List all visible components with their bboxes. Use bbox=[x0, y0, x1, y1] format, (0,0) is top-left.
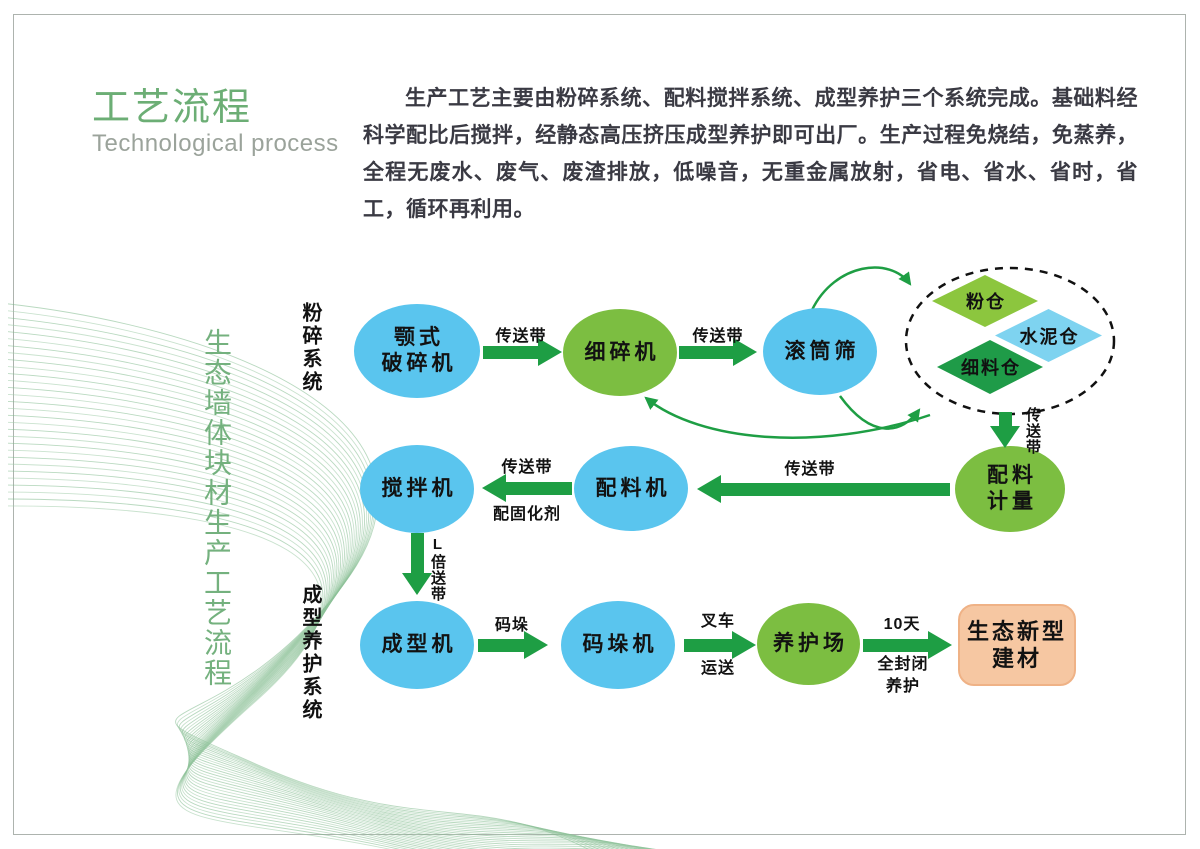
node-forming-machine-label: 成型机 bbox=[381, 633, 457, 656]
node-palletizer: 码垛机 bbox=[561, 601, 675, 689]
arrow-shaft bbox=[684, 638, 732, 652]
arrow-mixer-to-forming bbox=[402, 533, 432, 595]
node-product-line1: 生态新型 bbox=[966, 619, 1067, 644]
node-batching-metering-line2: 计量 bbox=[987, 490, 1037, 513]
arrow-shaft bbox=[679, 345, 733, 359]
arrow-shaft bbox=[506, 481, 572, 495]
arrow-palletizer-to-curing bbox=[684, 631, 756, 659]
node-forming-machine: 成型机 bbox=[360, 601, 474, 689]
arrow-head bbox=[697, 475, 721, 503]
side-title: 生态墙体块材生产工艺流程 bbox=[201, 328, 232, 688]
node-powder-silo-label: 粉仓 bbox=[966, 292, 1006, 312]
arrow-shaft bbox=[478, 638, 524, 652]
arrow-shaft bbox=[721, 482, 950, 496]
node-jaw-crusher: 颚式 破碎机 bbox=[354, 304, 480, 398]
edge-label-stacking: 码垛 bbox=[494, 617, 529, 634]
section-label-forming-curing: 成型养护系统 bbox=[299, 584, 321, 722]
edge-label-belt-1: 传送带 bbox=[495, 328, 547, 345]
node-batching-machine-label: 配料机 bbox=[595, 476, 671, 500]
edge-label-sealed: 全封闭 bbox=[877, 656, 929, 673]
description-paragraph: 生产工艺主要由粉碎系统、配料搅拌系统、成型养护三个系统完成。基础料经科学配比后搅… bbox=[363, 87, 1138, 221]
node-batching-machine: 配料机 bbox=[574, 446, 688, 531]
arrow-head bbox=[733, 338, 757, 366]
node-cement-silo-label: 水泥仓 bbox=[1019, 326, 1080, 347]
arrow-head bbox=[732, 631, 756, 659]
curve-drum-to-silos-bottom bbox=[838, 395, 921, 430]
edge-label-ten-days: 10天 bbox=[883, 616, 921, 633]
arrow-silos-to-metering bbox=[990, 412, 1020, 448]
arrow-jaw-to-fine bbox=[483, 338, 562, 366]
curve-drum-to-silos-top bbox=[810, 266, 912, 311]
edge-label-belt-4: 传送带 bbox=[784, 461, 836, 478]
arrow-metering-to-batching bbox=[697, 475, 950, 503]
edge-label-belt-3: 传送带 bbox=[1024, 407, 1041, 455]
node-product-line2: 建材 bbox=[991, 646, 1042, 671]
node-drum-screen-label: 滚筒筛 bbox=[784, 339, 860, 363]
arrow-forming-to-palletizer bbox=[478, 631, 548, 659]
arrow-shaft bbox=[483, 345, 538, 359]
node-jaw-crusher-line1: 颚式 bbox=[394, 326, 444, 349]
node-mixer: 搅拌机 bbox=[360, 445, 474, 533]
arrow-head bbox=[928, 631, 952, 659]
arrow-shaft bbox=[863, 638, 928, 652]
node-fine-crusher: 细碎机 bbox=[563, 309, 677, 396]
arrow-head bbox=[524, 631, 548, 659]
node-drum-screen: 滚筒筛 bbox=[763, 308, 877, 395]
edge-label-transport: 运送 bbox=[700, 660, 735, 677]
node-product: 生态新型 建材 bbox=[958, 604, 1076, 686]
node-fine-material-silo-label: 细料仓 bbox=[961, 358, 1021, 378]
edge-label-curing: 养护 bbox=[885, 678, 920, 695]
node-batching-metering: 配料 计量 bbox=[955, 446, 1065, 532]
edge-label-l-belt: L倍送带 bbox=[429, 536, 446, 602]
edge-label-solidifier: 配固化剂 bbox=[492, 506, 561, 523]
section-label-crushing: 粉碎系统 bbox=[299, 302, 321, 394]
page-title: 工艺流程 bbox=[92, 87, 253, 129]
arrow-batching-to-mixer bbox=[482, 474, 572, 502]
edge-label-belt-2: 传送带 bbox=[692, 328, 744, 345]
arrow-head bbox=[990, 426, 1020, 448]
arrow-shaft bbox=[410, 533, 424, 573]
arrow-head bbox=[482, 474, 506, 502]
arrow-curing-to-product bbox=[863, 631, 952, 659]
decorative-wave-lines bbox=[8, 303, 656, 849]
arrow-head bbox=[538, 338, 562, 366]
node-batching-metering-line1: 配料 bbox=[987, 464, 1037, 487]
arrow-head bbox=[402, 573, 432, 595]
node-fine-crusher-label: 细碎机 bbox=[584, 340, 660, 364]
arrow-shaft bbox=[998, 412, 1012, 426]
node-mixer-label: 搅拌机 bbox=[381, 477, 457, 500]
page-subtitle: Technological process bbox=[92, 130, 339, 157]
node-powder-silo: 粉仓 bbox=[932, 275, 1038, 327]
arrow-fine-to-drum bbox=[679, 338, 757, 366]
node-palletizer-label: 码垛机 bbox=[582, 633, 658, 656]
node-curing-yard-label: 养护场 bbox=[773, 632, 848, 655]
node-curing-yard: 养护场 bbox=[757, 603, 860, 685]
edge-label-forklift: 叉车 bbox=[700, 613, 735, 630]
edge-label-belt-5: 传送带 bbox=[501, 459, 553, 476]
node-jaw-crusher-line2: 破碎机 bbox=[381, 352, 457, 375]
